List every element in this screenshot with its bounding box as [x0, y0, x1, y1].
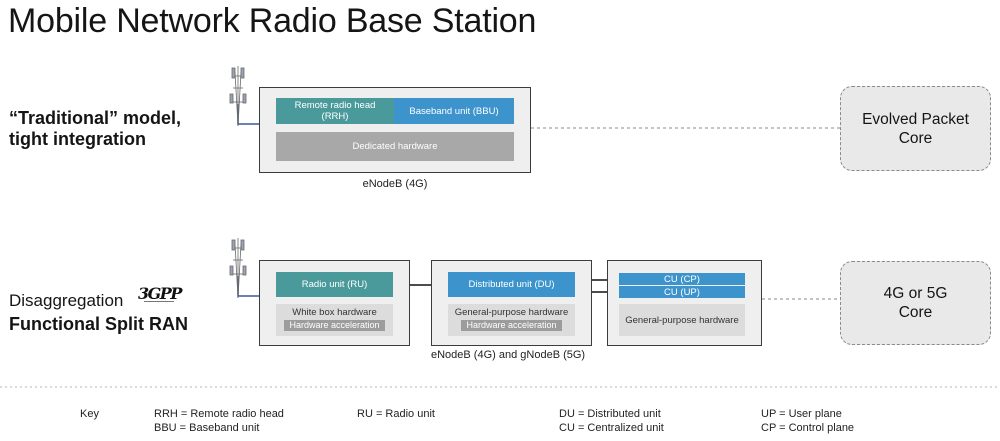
key-label: Key — [80, 408, 99, 420]
white-box-hardware-label: White box hardware — [292, 307, 377, 318]
traditional-label: “Traditional” model, tight integration — [9, 108, 181, 150]
key-col-4: UP = User plane CP = Control plane — [761, 408, 855, 434]
3gpp-logo: 3GPP — [138, 284, 182, 307]
ru-hardware-acceleration: Hardware acceleration — [284, 320, 385, 331]
key-col-2: RU = Radio unit — [357, 408, 435, 420]
split-caption: eNodeB (4G) and gNodeB (5G) — [431, 349, 586, 361]
du-hardware-acceleration: Hardware acceleration — [461, 320, 562, 331]
cu-general-purpose-hardware: General-purpose hardware — [619, 304, 745, 336]
3gpp-logo-text: 3GPP — [138, 284, 182, 303]
key-col-1: RRH = Remote radio head BBU = Baseband u… — [154, 408, 284, 434]
cell-tower-icon — [229, 66, 247, 127]
split-label-line1: Disaggregation — [9, 291, 124, 310]
split-label-line2: Functional Split RAN — [9, 314, 188, 334]
page-title: Mobile Network Radio Base Station — [8, 2, 537, 40]
bbu-block: Baseband unit (BBU) — [394, 98, 514, 124]
enodeb-caption: eNodeB (4G) — [362, 178, 428, 190]
key-col-3: DU = Distributed unit CU = Centralized u… — [559, 408, 664, 434]
traditional-label-line2: tight integration — [9, 129, 146, 149]
du-general-purpose-hardware-label: General-purpose hardware — [454, 307, 569, 318]
du-block: Distributed unit (DU) — [448, 272, 575, 297]
cu-up-block: CU (UP) — [619, 286, 745, 298]
cell-tower-icon — [229, 238, 247, 299]
evolved-packet-core: Evolved Packet Core — [840, 86, 991, 171]
cu-cp-block: CU (CP) — [619, 273, 745, 285]
dedicated-hardware-block: Dedicated hardware — [276, 132, 514, 161]
4g-5g-core: 4G or 5G Core — [840, 261, 991, 345]
rrh-block: Remote radio head (RRH) — [276, 98, 394, 124]
ru-block: Radio unit (RU) — [276, 272, 393, 297]
traditional-label-line1: “Traditional” model, — [9, 108, 182, 128]
